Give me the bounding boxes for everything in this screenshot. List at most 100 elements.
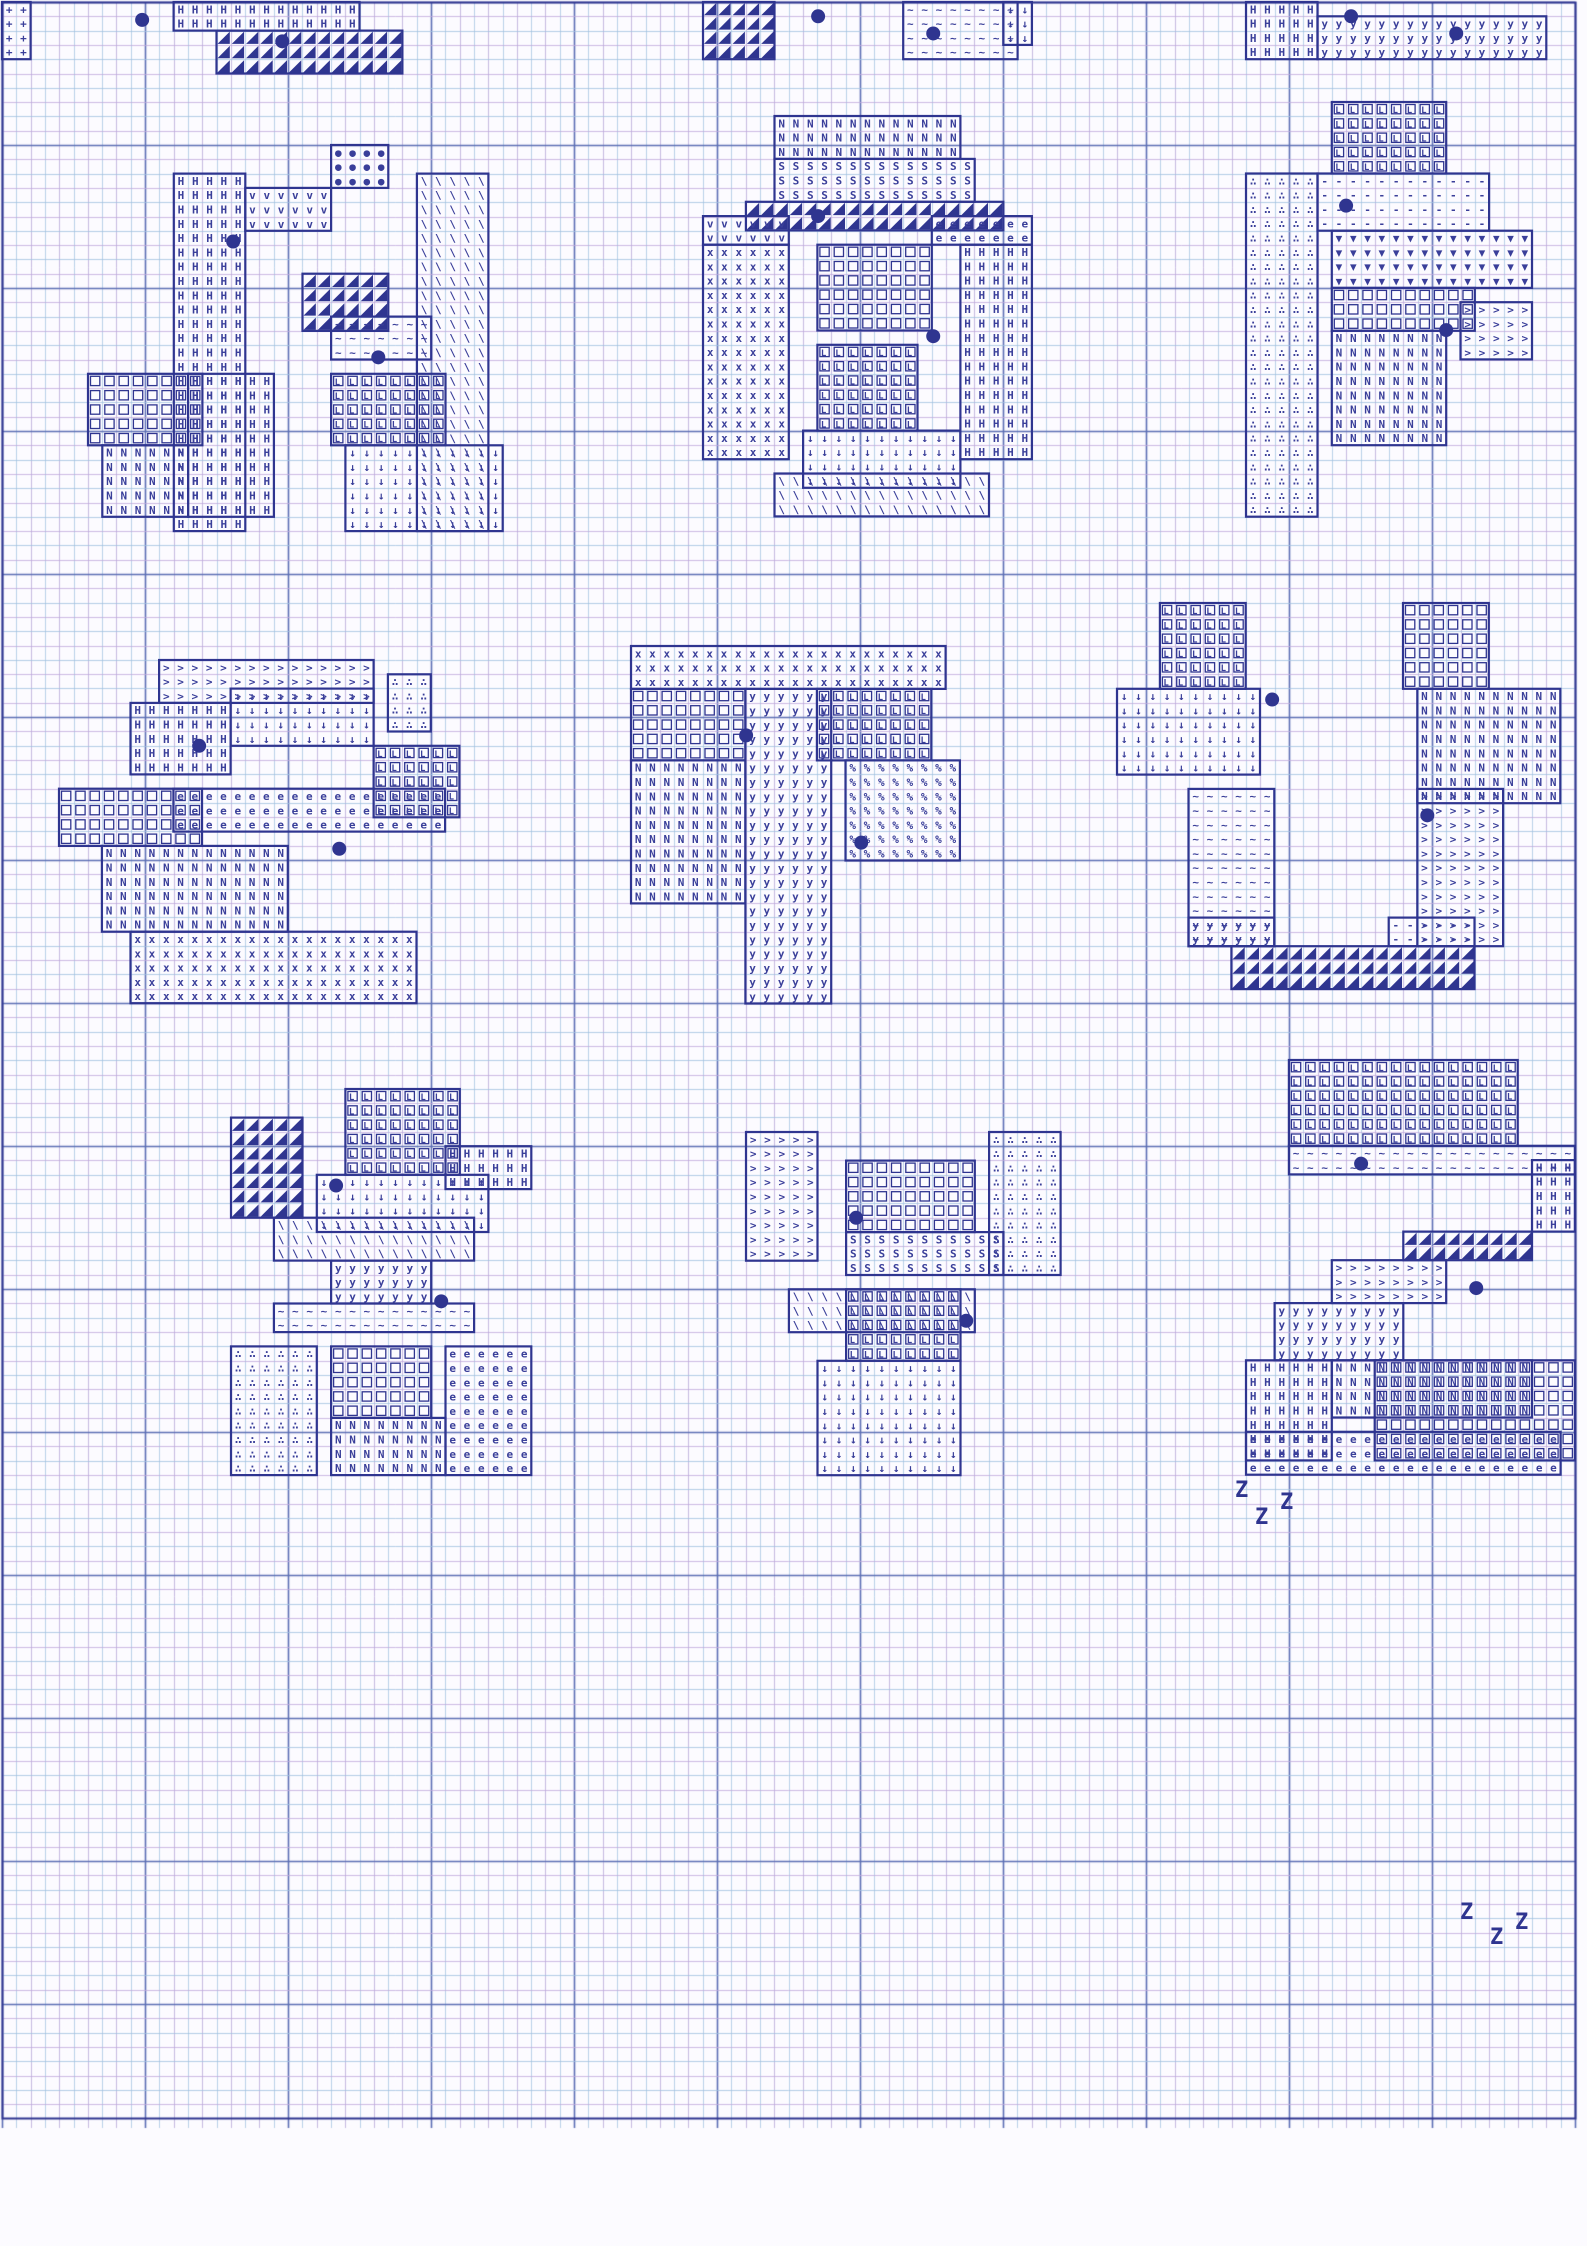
svg-text:>: >: [1336, 1262, 1343, 1275]
svg-text:∴: ∴: [1264, 375, 1271, 388]
svg-text:>: >: [792, 1204, 799, 1217]
svg-text:e: e: [463, 1405, 470, 1418]
svg-text:∴: ∴: [993, 1233, 1000, 1246]
svg-text:-: -: [1336, 218, 1343, 231]
svg-text:H: H: [1307, 3, 1314, 16]
svg-text:N: N: [1364, 1390, 1371, 1403]
svg-text:H: H: [306, 3, 313, 16]
svg-text:∴: ∴: [1021, 1204, 1028, 1217]
svg-text:N: N: [707, 761, 714, 774]
svg-text:↓: ↓: [821, 1419, 828, 1432]
svg-text:>: >: [206, 675, 213, 688]
svg-text:x: x: [778, 261, 785, 274]
svg-text:%: %: [864, 761, 871, 774]
svg-text:x: x: [721, 318, 728, 331]
svg-text:e: e: [1522, 1462, 1529, 1475]
svg-text:H: H: [1250, 3, 1257, 16]
svg-text:e: e: [235, 804, 242, 817]
svg-text:H: H: [964, 447, 971, 460]
svg-text:x: x: [835, 675, 842, 688]
svg-text:x: x: [392, 976, 399, 989]
svg-text:-: -: [1350, 218, 1357, 231]
svg-text:↓: ↓: [892, 1448, 899, 1461]
svg-text:H: H: [177, 304, 184, 317]
svg-text:-: -: [1450, 189, 1457, 202]
svg-text:y: y: [1422, 46, 1429, 59]
svg-text:e: e: [950, 232, 957, 245]
svg-text:H: H: [220, 747, 227, 760]
bear-eye-dot: [135, 13, 149, 27]
svg-text:x: x: [678, 661, 685, 674]
svg-text:y: y: [764, 790, 771, 803]
svg-text:x: x: [378, 933, 385, 946]
bear-eye-dot: [1344, 9, 1358, 23]
svg-text:N: N: [435, 1419, 442, 1432]
svg-text:y: y: [749, 990, 756, 1003]
svg-text:S: S: [792, 175, 799, 188]
svg-text:e: e: [449, 1362, 456, 1375]
svg-text:\: \: [449, 289, 456, 302]
svg-text:N: N: [935, 118, 942, 131]
svg-text:∴: ∴: [1035, 1262, 1042, 1275]
svg-text:-: -: [1379, 189, 1386, 202]
svg-text:N: N: [392, 1433, 399, 1446]
svg-text:\: \: [864, 475, 871, 488]
svg-text:L: L: [1350, 149, 1356, 159]
svg-text:L: L: [1350, 120, 1356, 130]
svg-text:N: N: [950, 118, 957, 131]
svg-text:H: H: [206, 475, 213, 488]
svg-text:x: x: [206, 976, 213, 989]
svg-text:x: x: [749, 389, 756, 402]
svg-text:▼: ▼: [1436, 275, 1443, 288]
svg-text:↓: ↓: [850, 432, 857, 445]
svg-text:%: %: [892, 818, 899, 831]
svg-text:x: x: [878, 647, 885, 660]
svg-text:↓: ↓: [378, 518, 385, 531]
svg-text:x: x: [378, 947, 385, 960]
svg-text:N: N: [1493, 718, 1500, 731]
svg-text:x: x: [778, 675, 785, 688]
svg-text:N: N: [664, 761, 671, 774]
svg-text:e: e: [935, 218, 942, 231]
svg-text:e: e: [506, 1376, 513, 1389]
svg-text:>: >: [792, 1247, 799, 1260]
svg-text:L: L: [1393, 163, 1399, 173]
svg-text:H: H: [306, 18, 313, 31]
svg-text:N: N: [235, 918, 242, 931]
svg-text:N: N: [735, 833, 742, 846]
svg-text:~: ~: [306, 1305, 313, 1318]
svg-text:e: e: [463, 1362, 470, 1375]
svg-text:S: S: [921, 1262, 928, 1275]
svg-text:~: ~: [1193, 861, 1200, 874]
svg-text:x: x: [707, 246, 714, 259]
svg-text:y: y: [1536, 18, 1543, 31]
svg-text:>: >: [235, 661, 242, 674]
svg-text:~: ~: [1507, 1147, 1514, 1160]
svg-text:N: N: [206, 890, 213, 903]
svg-text:N: N: [1364, 418, 1371, 431]
svg-text:H: H: [964, 432, 971, 445]
svg-text:v: v: [764, 218, 771, 231]
svg-text:L: L: [1507, 1107, 1513, 1117]
svg-text:>: >: [1479, 833, 1486, 846]
svg-text:L: L: [449, 1107, 455, 1117]
svg-text:N: N: [1522, 704, 1529, 717]
svg-text:H: H: [192, 461, 199, 474]
svg-text:↓: ↓: [1178, 733, 1185, 746]
svg-text:L: L: [849, 392, 855, 402]
svg-text:S: S: [807, 189, 814, 202]
svg-text:~: ~: [907, 3, 914, 16]
svg-text:x: x: [649, 675, 656, 688]
svg-text:L: L: [863, 721, 869, 731]
svg-text:e: e: [1436, 1462, 1443, 1475]
svg-text:\: \: [478, 389, 485, 402]
svg-text:N: N: [1364, 1362, 1371, 1375]
svg-text:N: N: [106, 447, 113, 460]
svg-text:H: H: [263, 475, 270, 488]
svg-text:∴: ∴: [263, 1405, 270, 1418]
svg-text:N: N: [678, 861, 685, 874]
svg-text:L: L: [863, 392, 869, 402]
svg-text:N: N: [635, 861, 642, 874]
svg-text:L: L: [1207, 664, 1213, 674]
svg-text:x: x: [721, 432, 728, 445]
